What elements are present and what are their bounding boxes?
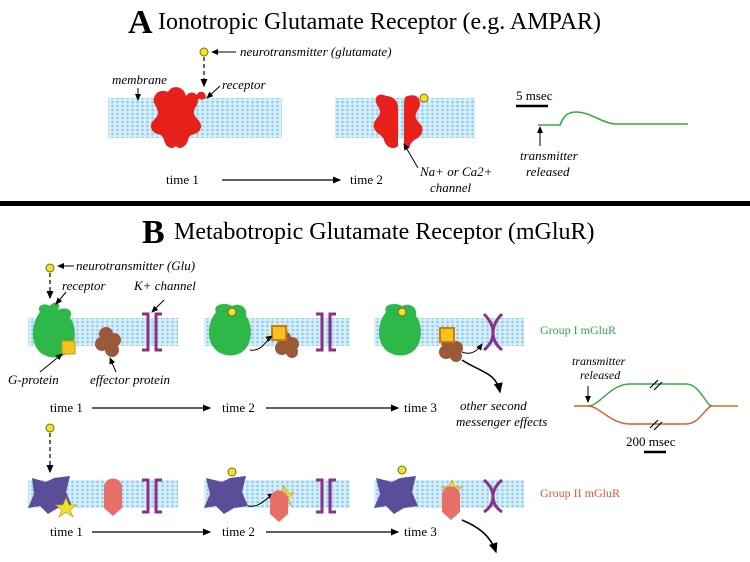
effector-protein-t1	[95, 327, 121, 357]
glu-bound-t3	[397, 307, 407, 317]
mglur2-receptor-t1	[28, 476, 72, 514]
glu-bound-t2	[227, 307, 237, 317]
trace-green-b	[587, 383, 713, 407]
transmitter-label-a1: transmitter	[520, 148, 578, 163]
time2-label-b2: time 2	[222, 524, 255, 539]
time1-label-b2: time 1	[50, 524, 83, 539]
k-channel-t2b	[328, 312, 336, 352]
channel-arrow	[403, 143, 419, 169]
k-channel-open-t3	[482, 312, 504, 352]
nt-label-b: neurotransmitter (Glu)	[76, 258, 196, 273]
g-protein-star-t1	[54, 496, 78, 519]
effector-pink-t1	[104, 478, 122, 516]
g-protein-t2	[271, 325, 287, 341]
k-channel-t2-g2	[316, 478, 336, 514]
g-protein-arrow	[39, 353, 63, 373]
transmitter-label-a2: released	[526, 164, 570, 179]
receptor-arrow	[206, 85, 221, 99]
panel-b-letter: B	[142, 214, 165, 251]
g-protein-move-arrow	[249, 335, 273, 351]
g-protein-label: G-protein	[8, 372, 59, 387]
glu-bound-g2-t2	[227, 467, 237, 477]
panel-divider	[0, 201, 750, 206]
glutamate-bound	[419, 93, 429, 103]
glu-molecule-b2	[45, 423, 55, 433]
receptor-label-b: receptor	[62, 278, 106, 293]
time1-label-a: time 1	[166, 172, 199, 187]
panel-a-title: Ionotropic Glutamate Receptor (e.g. AMPA…	[158, 9, 602, 35]
time1-label-b: time 1	[50, 400, 83, 415]
channel-word-label: channel	[430, 180, 472, 195]
glu-bound-g2-t3	[397, 465, 407, 475]
k-channel-t1	[142, 312, 150, 352]
second-messenger-arrow	[461, 359, 503, 394]
transmitter-label-b2: released	[580, 368, 621, 382]
panel-a-letter: A	[128, 4, 153, 41]
epsc-trace-a	[538, 111, 688, 126]
ampar-receptor-closed	[150, 87, 206, 148]
mglur2-receptor-t3	[374, 476, 418, 514]
time2-label-a: time 2	[350, 172, 383, 187]
receptor-label-a: receptor	[222, 77, 266, 92]
effector-label: effector protein	[90, 372, 171, 387]
other-effects-label-1: other second	[460, 398, 527, 413]
effector-to-channel-arrow	[461, 343, 483, 354]
scale-label-b: 200 msec	[626, 434, 676, 449]
panel-b-title: Metabotropic Glutamate Receptor (mGluR)	[174, 219, 595, 245]
effector-pink-t2	[270, 490, 288, 522]
effector-arrow	[109, 357, 117, 373]
transmitter-label-b1: transmitter	[572, 354, 626, 368]
k-channel-open-g2-t3	[482, 478, 504, 514]
time3-label-b2: time 3	[404, 524, 437, 539]
ampar-receptor-open	[373, 94, 423, 149]
g-protein-t3	[439, 327, 455, 343]
downstream-arrow-g2	[461, 519, 498, 554]
time2-label-b: time 2	[222, 400, 255, 415]
glu-molecule-b	[45, 263, 55, 273]
k-channel-arrow	[151, 299, 165, 313]
k-channel-t1b	[154, 312, 162, 352]
group1-label: Group I mGluR	[540, 323, 616, 337]
channel-ion-label: Na+ or Ca2+	[420, 164, 493, 179]
nt-label-a: neurotransmitter (glutamate)	[240, 44, 392, 59]
time3-label-b: time 3	[404, 400, 437, 415]
other-effects-label-2: messenger effects	[456, 414, 548, 429]
k-channel-label: K+ channel	[134, 278, 196, 293]
mglur1-receptor-t2	[208, 304, 251, 356]
receptor-arrow-b	[55, 291, 67, 305]
k-channel-t1-g2	[142, 478, 162, 514]
k-channel-t2	[316, 312, 324, 352]
mglur1-receptor-t3	[378, 304, 421, 356]
effector-pink-t3	[442, 486, 460, 520]
group2-label: Group II mGluR	[540, 486, 620, 500]
trace-orange-b	[587, 405, 713, 425]
break-mark-top	[649, 379, 663, 391]
membrane-label: membrane	[112, 72, 167, 87]
scale-label-a: 5 msec	[516, 88, 553, 103]
glutamate-molecule	[199, 47, 209, 57]
mglur2-receptor-t2	[204, 476, 248, 514]
g-protein-t1	[61, 340, 76, 355]
break-mark-bottom	[649, 419, 663, 431]
